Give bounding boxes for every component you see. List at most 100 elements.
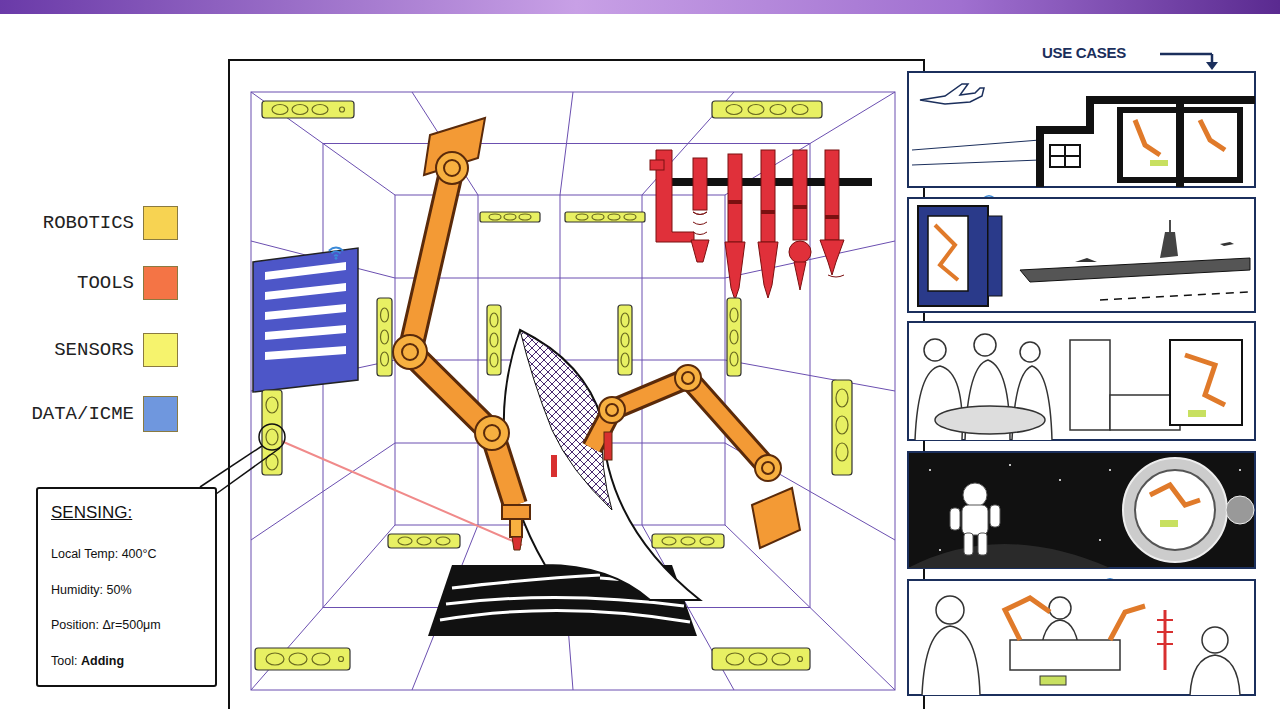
robot-arm-part bbox=[475, 416, 509, 450]
use-case-panel-part-part bbox=[1020, 342, 1040, 362]
sensor-panels-part bbox=[727, 298, 741, 376]
tool-rack-part bbox=[691, 150, 844, 300]
sensor-dots-part bbox=[312, 653, 330, 665]
sensor-dots-part bbox=[490, 333, 498, 347]
sensor-dots-part bbox=[519, 214, 531, 220]
use-case-panel-part bbox=[1170, 340, 1242, 425]
use-case-panel-part-part bbox=[924, 339, 946, 361]
robot-arm-part bbox=[436, 152, 468, 184]
use-case-panel-part bbox=[935, 225, 958, 280]
sensor-dots-part bbox=[681, 537, 695, 545]
tool-rack-part-part bbox=[728, 200, 742, 204]
sensor-dots-part bbox=[289, 653, 307, 665]
robot-arm-part bbox=[755, 455, 781, 481]
use-case-panel-part bbox=[1157, 631, 1173, 633]
sensor-dots-part bbox=[836, 443, 848, 461]
callout-leader bbox=[200, 424, 285, 494]
data-server-panel-part bbox=[265, 262, 346, 360]
use-cases-arrow-part bbox=[1206, 62, 1218, 70]
robot-arm bbox=[592, 365, 800, 548]
sensor-dots-part bbox=[726, 653, 744, 665]
robot-arm bbox=[393, 118, 530, 550]
use-case-panel-part bbox=[908, 198, 1255, 312]
legend-label: SENSORS bbox=[0, 339, 134, 361]
use-case-panel-part bbox=[908, 452, 1255, 568]
room-frame-part bbox=[229, 60, 924, 709]
callout-text: Adding bbox=[81, 654, 124, 668]
use-case-panel bbox=[908, 72, 1255, 187]
use-case-panel-part bbox=[908, 322, 1255, 440]
callout-text: Tool: bbox=[51, 654, 77, 668]
callout-heading: SENSING: bbox=[51, 503, 132, 523]
use-case-panel-part bbox=[1110, 606, 1145, 640]
sensor-dots-part bbox=[339, 657, 344, 662]
use-case-panel-part bbox=[950, 483, 1000, 555]
use-case-panel-part bbox=[912, 140, 1040, 150]
legend-label: ROBOTICS bbox=[0, 212, 134, 234]
legend-swatch bbox=[143, 266, 178, 300]
use-cases-arrow bbox=[1160, 54, 1218, 70]
sensor-dots-part bbox=[836, 416, 848, 434]
legend-swatch bbox=[143, 396, 178, 432]
tool-rack-part-part bbox=[820, 240, 844, 275]
use-case-panel-part bbox=[1135, 470, 1215, 550]
callout-text: Humidity: 50% bbox=[51, 583, 132, 597]
use-case-panel-part-part bbox=[1109, 469, 1111, 471]
use-case-panel-part bbox=[1050, 145, 1080, 167]
sensor-panels-part bbox=[377, 298, 392, 376]
tool-rack-part-part bbox=[758, 242, 778, 298]
sensor-dots-part bbox=[726, 105, 742, 115]
laser-beam bbox=[272, 437, 522, 545]
use-cases-arrow-part bbox=[1160, 53, 1212, 56]
use-case-panel-part bbox=[1176, 104, 1184, 187]
sensor-dots-part bbox=[748, 105, 764, 115]
robot-arm-part bbox=[762, 462, 774, 474]
robot-arm-part bbox=[599, 397, 625, 423]
tool-rack-part bbox=[650, 160, 664, 170]
sensor-dots-part bbox=[266, 397, 278, 413]
data-server-panel-part bbox=[253, 248, 358, 392]
use-case-panel-part bbox=[915, 334, 1180, 440]
tool-rack-part-part bbox=[794, 262, 806, 290]
sensor-dots-part bbox=[292, 105, 308, 115]
section-label: USE CASES bbox=[1042, 44, 1126, 61]
room-grid-part bbox=[251, 525, 395, 690]
sensor-dots-part bbox=[436, 537, 450, 545]
use-case-panel-part bbox=[1135, 120, 1160, 155]
use-case-panel-part bbox=[935, 406, 1045, 434]
use-case-panel bbox=[908, 198, 1255, 312]
top-band bbox=[0, 0, 1280, 14]
room-grid-part bbox=[251, 92, 395, 195]
use-case-panel-part bbox=[1185, 355, 1225, 405]
floor-stripes-part bbox=[440, 610, 690, 622]
sensor-dots-part bbox=[272, 105, 288, 115]
sensor-dots-part bbox=[836, 389, 848, 407]
use-case-panel-part-part bbox=[1202, 627, 1228, 653]
sensor-dots-part bbox=[417, 537, 431, 545]
wifi-icon-part bbox=[329, 248, 343, 260]
use-case-panel-part-part bbox=[1190, 655, 1240, 695]
sensor-dots-part bbox=[312, 105, 328, 115]
tool-rack-part-part bbox=[825, 150, 839, 240]
callout-text: Local Temp: 400°C bbox=[51, 547, 157, 561]
sensor-dots-part bbox=[621, 333, 629, 347]
sensor-panels-part bbox=[832, 380, 852, 475]
sensor-panels-part bbox=[262, 101, 354, 118]
sensor-panels bbox=[255, 101, 852, 670]
data-server-panel bbox=[253, 248, 358, 392]
sensor-panels-part bbox=[712, 648, 810, 670]
tool-rack-part-part bbox=[728, 154, 742, 242]
use-case-panel-part-part bbox=[962, 505, 988, 535]
use-case-panel-part bbox=[1220, 242, 1234, 246]
room-grid bbox=[251, 92, 895, 690]
use-case-panel-part bbox=[1160, 232, 1178, 258]
use-case-panel-part-part bbox=[963, 483, 987, 507]
use-case-panel-part-part bbox=[1239, 469, 1241, 471]
use-case-panel-part bbox=[908, 72, 1255, 187]
blade-part bbox=[504, 330, 700, 600]
use-case-panel bbox=[908, 322, 1255, 440]
robot-arm-part bbox=[444, 160, 460, 176]
use-case-panel-part bbox=[908, 544, 1110, 568]
robot-arm-part bbox=[592, 378, 768, 468]
